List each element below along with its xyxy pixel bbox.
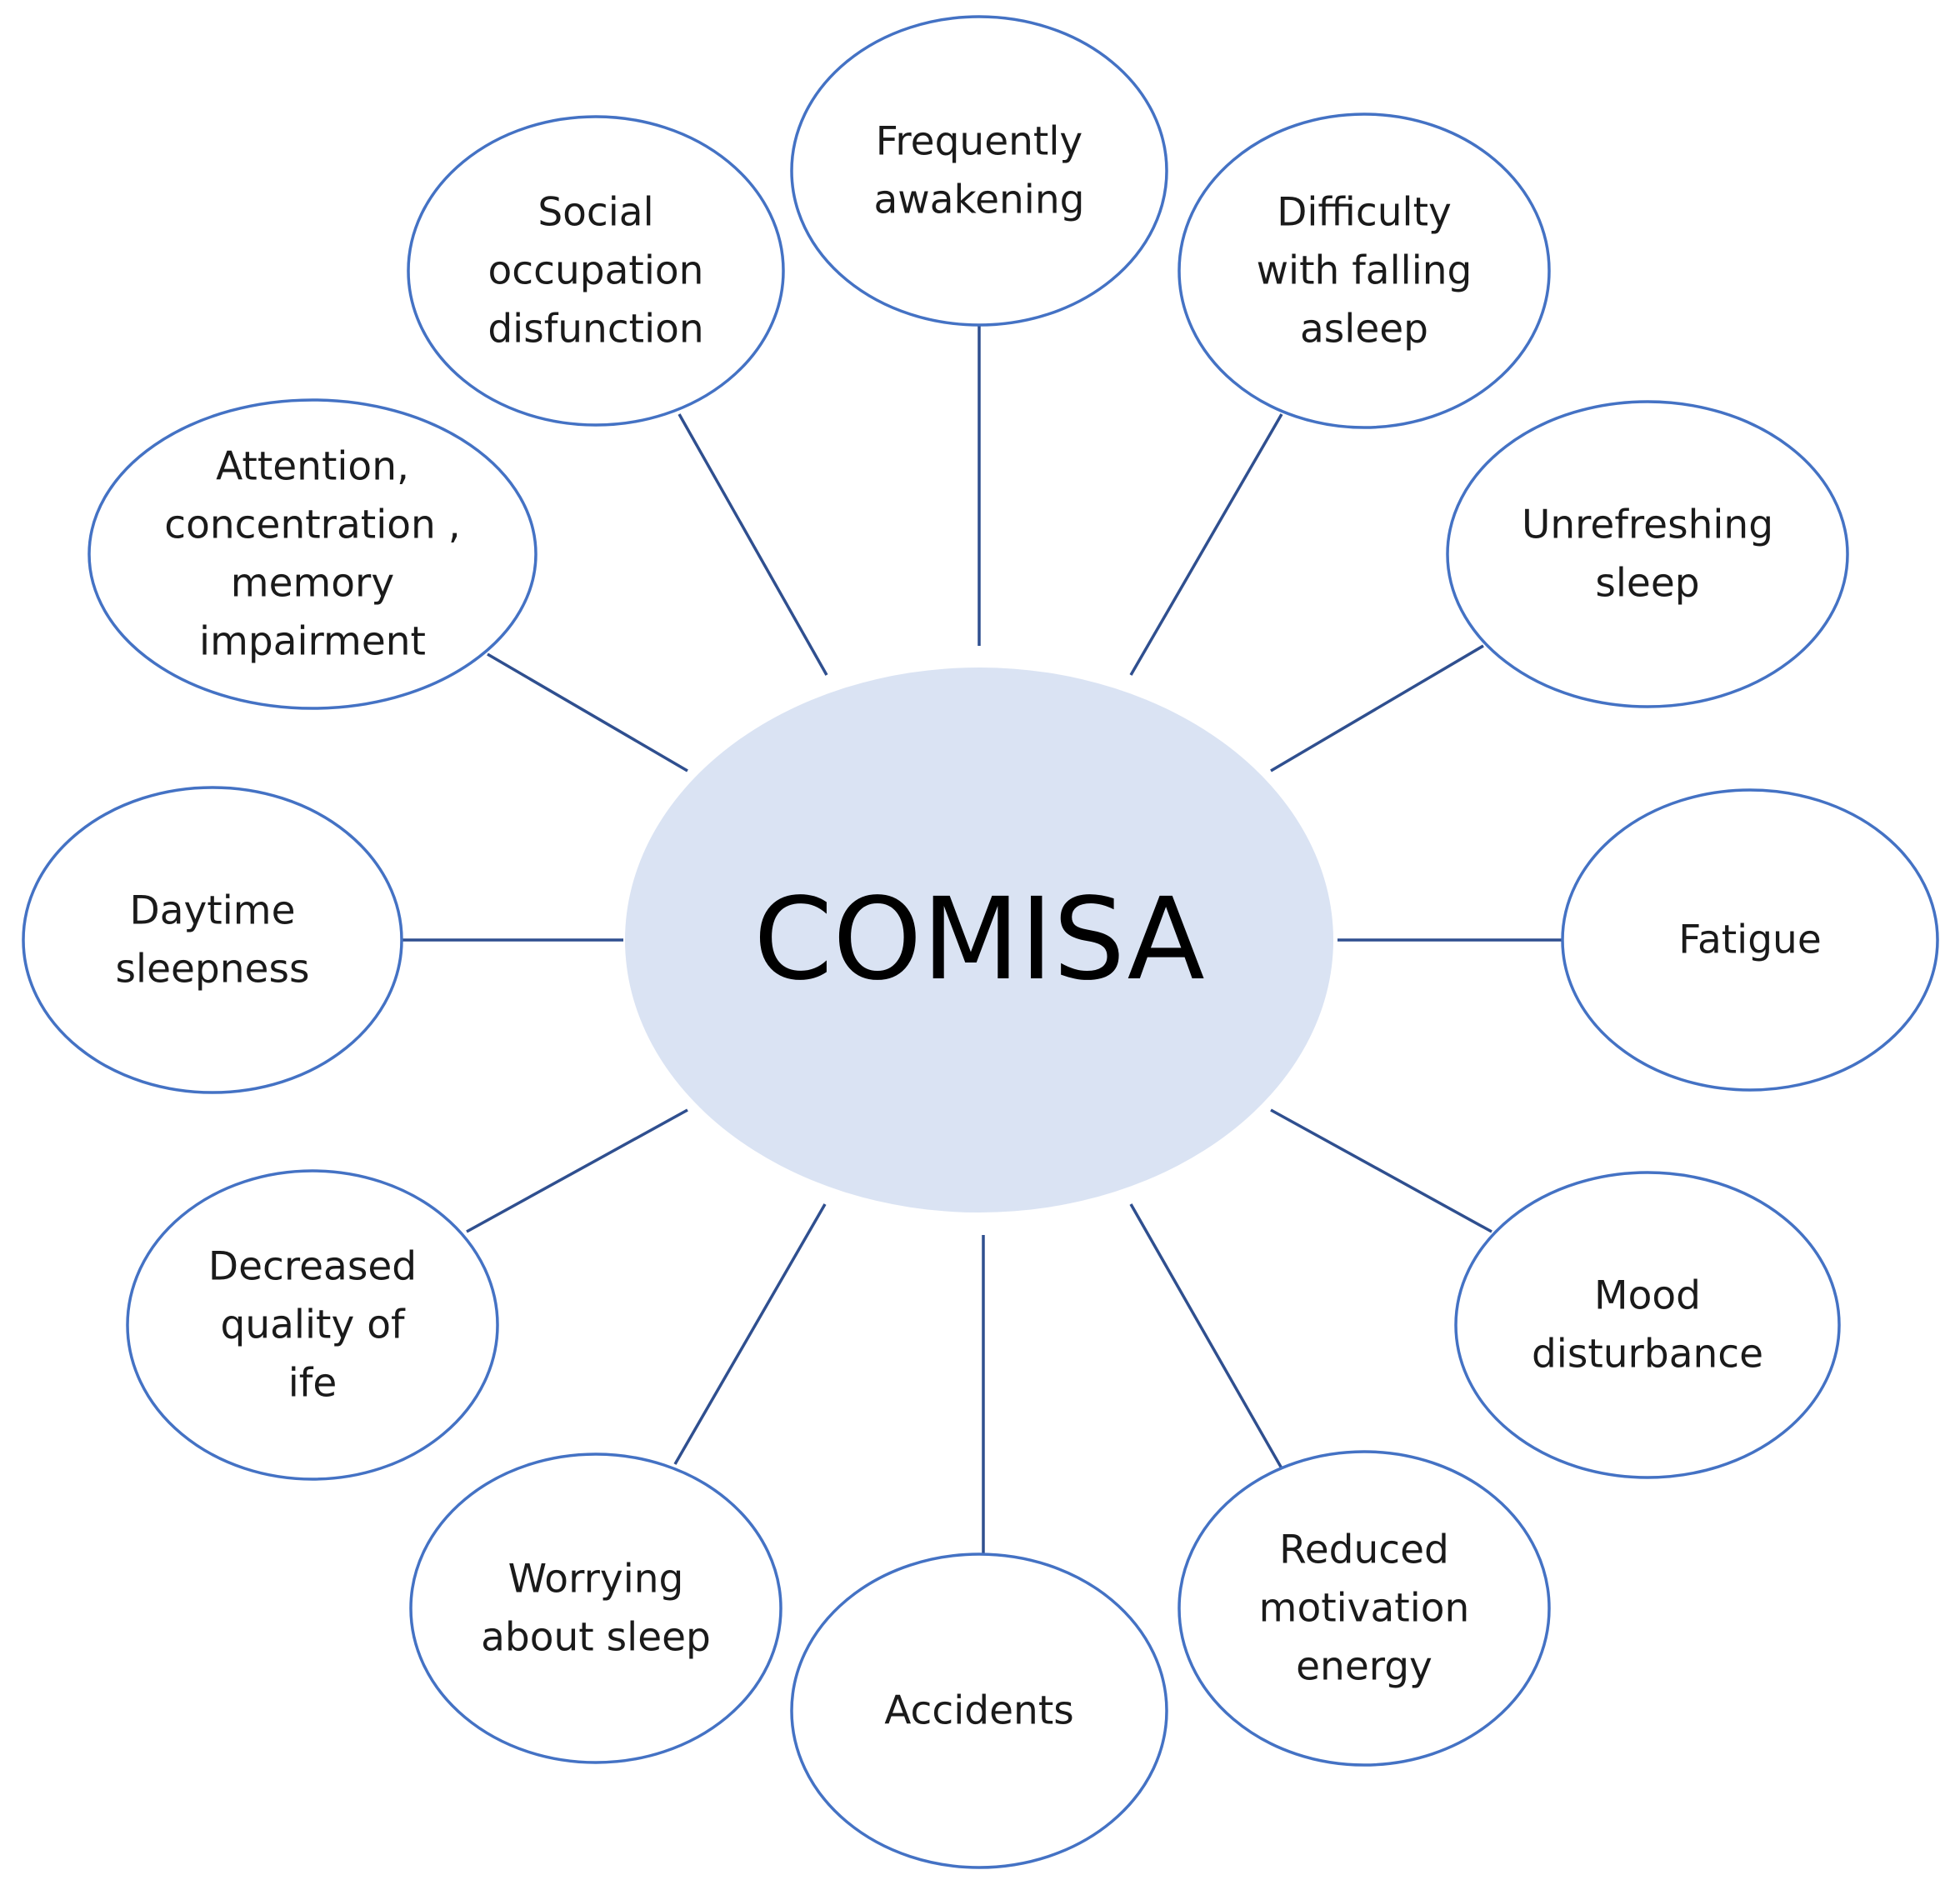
node-label-attention-concentration-memory-line-4: impairment [199, 619, 426, 665]
connector-difficulty-falling-asleep [1129, 413, 1283, 676]
node-label-unrefreshing-sleep-line-2: sleep [1595, 561, 1699, 607]
node-ellipse-mood-disturbance [1454, 1171, 1841, 1479]
node-ellipse-decreased-quality-of-life [126, 1169, 499, 1481]
connector-worrying-about-sleep [673, 1203, 827, 1465]
node-label-reduced-motivation-energy-line-2: motivation [1259, 1586, 1470, 1632]
node-label-decreased-quality-of-life-line-2: quality of [220, 1302, 405, 1348]
connector-reduced-motivation-energy [1129, 1203, 1283, 1469]
node-ellipse-accidents [790, 1552, 1168, 1869]
node-unrefreshing-sleep: Unrefreshing sleep [1446, 400, 1849, 708]
node-ellipse-unrefreshing-sleep [1446, 400, 1849, 708]
node-ellipse-frequently-awakening [790, 15, 1168, 327]
node-mood-disturbance: Mood disturbance [1454, 1171, 1841, 1479]
node-label-daytime-sleepness-line-2: sleepness [116, 947, 310, 992]
node-label-reduced-motivation-energy-line-1: Reduced [1279, 1528, 1449, 1573]
node-ellipse-worrying-about-sleep [409, 1452, 782, 1764]
node-frequently-awakening: Frequently awakening [790, 15, 1168, 327]
node-label-difficulty-falling-asleep-line-3: asleep [1300, 307, 1428, 352]
node-label-attention-concentration-memory-line-3: memory [231, 561, 394, 607]
node-label-daytime-sleepness-line-1: Daytime [130, 888, 296, 934]
node-daytime-sleepness: Daytime sleepness [22, 786, 403, 1094]
connector-lines [402, 325, 1562, 1554]
connector-social-occupation-disfunction [678, 413, 828, 676]
node-label-attention-concentration-memory-line-2: concentration , [164, 502, 460, 548]
node-label-attention-concentration-memory-line-1: Attention, [216, 444, 409, 490]
connector-unrefreshing-sleep [1270, 644, 1484, 772]
node-label-difficulty-falling-asleep-line-1: Difficulty [1277, 190, 1452, 236]
connector-mood-disturbance [1270, 1108, 1492, 1233]
connector-attention-concentration-memory [487, 652, 688, 772]
node-label-worrying-about-sleep-line-1: Worrying [508, 1557, 684, 1602]
node-fatigue: Fatigue [1561, 788, 1939, 1092]
node-label-decreased-quality-of-life-line-3: ife [288, 1361, 338, 1407]
node-label-social-occupation-disfunction-line-1: Social [538, 190, 653, 236]
node-label-unrefreshing-sleep-line-1: Unrefreshing [1522, 502, 1773, 548]
node-label-frequently-awakening-line-1: Frequently [876, 119, 1082, 165]
node-label-accidents-line-1: Accidents [884, 1688, 1074, 1734]
connector-decreased-quality-of-life [466, 1108, 688, 1233]
node-social-occupation-disfunction: Social occupation disfunction [407, 115, 785, 427]
node-label-fatigue-line-1: Fatigue [1678, 918, 1822, 963]
node-ellipse-social-occupation-disfunction [407, 115, 785, 427]
node-ellipse-daytime-sleepness [22, 786, 403, 1094]
node-attention-concentration-memory: Attention, concentration , memory impairmen… [88, 398, 538, 710]
node-difficulty-falling-asleep: Difficulty with falling asleep [1178, 112, 1551, 429]
node-label-worrying-about-sleep-line-2: about sleep [481, 1615, 711, 1661]
node-ellipse-attention-concentration-memory [88, 398, 538, 710]
node-label-difficulty-falling-asleep-line-2: with falling [1257, 248, 1472, 294]
node-accidents: Accidents [790, 1552, 1168, 1869]
node-worrying-about-sleep: Worrying about sleep [409, 1452, 782, 1764]
symptom-nodes: Frequently awakening Difficulty with fallin… [22, 15, 1939, 1869]
center-node: COMISA [625, 668, 1333, 1212]
center-label: COMISA [753, 874, 1204, 1006]
node-label-frequently-awakening-line-2: awakening [874, 178, 1085, 223]
node-ellipse-reduced-motivation-energy [1178, 1450, 1551, 1767]
node-ellipse-fatigue [1561, 788, 1939, 1092]
node-label-reduced-motivation-energy-line-3: energy [1296, 1644, 1432, 1690]
node-label-mood-disturbance-line-2: disturbance [1532, 1332, 1763, 1378]
node-label-social-occupation-disfunction-line-3: disfunction [488, 307, 703, 352]
node-label-mood-disturbance-line-1: Mood [1594, 1273, 1701, 1319]
node-label-decreased-quality-of-life-line-1: Decreased [208, 1244, 417, 1290]
center-ellipse [625, 668, 1333, 1212]
node-label-social-occupation-disfunction-line-2: occupation [488, 248, 704, 294]
node-decreased-quality-of-life: Decreased quality of ife [126, 1169, 499, 1481]
node-reduced-motivation-energy: Reduced motivation energy [1178, 1450, 1551, 1767]
node-ellipse-difficulty-falling-asleep [1178, 112, 1551, 429]
